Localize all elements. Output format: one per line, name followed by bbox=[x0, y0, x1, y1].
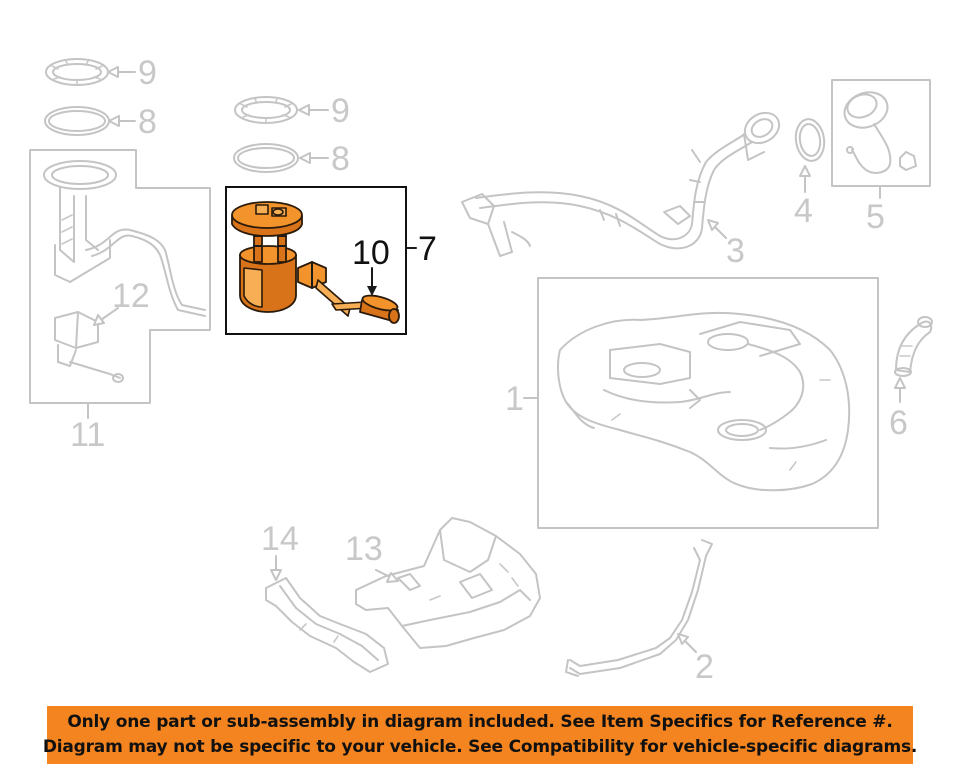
tank-strap-part-2 bbox=[565, 539, 713, 677]
callout-1: 1 bbox=[505, 380, 524, 418]
highlighted-part-box-7 bbox=[225, 186, 407, 335]
fuel-cap-part-5 bbox=[843, 91, 917, 174]
hose-part-6 bbox=[894, 316, 933, 377]
arrow-9-mid bbox=[298, 104, 329, 116]
gasket-part-8-left bbox=[44, 106, 110, 136]
callout-2: 2 bbox=[695, 648, 714, 686]
arrow-4 bbox=[799, 165, 811, 193]
seal-part-4 bbox=[794, 118, 826, 162]
gasket-part-8-mid bbox=[233, 143, 299, 173]
lock-ring-part-9-left bbox=[45, 58, 109, 86]
callout-14: 14 bbox=[261, 520, 299, 558]
arrow-14 bbox=[270, 555, 282, 581]
fuel-tank-part-1 bbox=[557, 311, 851, 492]
arrow-10 bbox=[367, 267, 377, 296]
arrow-2 bbox=[677, 633, 697, 653]
arrow-8-left bbox=[108, 115, 136, 127]
disclaimer-line-2: Diagram may not be specific to your vehi… bbox=[42, 737, 918, 757]
disclaimer-line-1: Only one part or sub-assembly in diagram… bbox=[67, 712, 893, 732]
lock-ring-part-9-mid bbox=[234, 96, 298, 124]
arrow-13 bbox=[375, 569, 399, 583]
assembly-outline-11 bbox=[29, 149, 211, 404]
callout-8-mid: 8 bbox=[331, 140, 350, 178]
callout-6: 6 bbox=[889, 404, 908, 442]
callout-5: 5 bbox=[866, 198, 885, 236]
callout-9-mid: 9 bbox=[331, 92, 350, 130]
fuel-pump-module-highlighted bbox=[231, 201, 400, 324]
callout-4: 4 bbox=[794, 192, 813, 230]
callout-12: 12 bbox=[112, 277, 150, 315]
arrow-3 bbox=[707, 219, 727, 239]
filler-pipe-part-3 bbox=[461, 111, 781, 257]
arrow-9-left bbox=[107, 66, 136, 78]
heat-shield-part-13 bbox=[355, 517, 541, 649]
heat-shield-part-14 bbox=[265, 577, 389, 673]
callout-10: 10 bbox=[352, 234, 390, 272]
callout-11: 11 bbox=[70, 416, 105, 454]
arrow-6 bbox=[894, 377, 906, 403]
disclaimer-banner: Only one part or sub-assembly in diagram… bbox=[43, 706, 917, 764]
arrow-12 bbox=[93, 307, 119, 326]
callout-13: 13 bbox=[345, 530, 383, 568]
level-sensor-part-12 bbox=[54, 311, 124, 383]
callout-3: 3 bbox=[726, 232, 745, 270]
callout-9-left: 9 bbox=[138, 54, 157, 92]
callout-8-left: 8 bbox=[138, 103, 157, 141]
tank-box-1 bbox=[537, 277, 879, 529]
callout-7: 7 bbox=[418, 230, 437, 268]
arrow-8-mid bbox=[299, 152, 329, 164]
pump-module-part-11 bbox=[43, 160, 206, 317]
